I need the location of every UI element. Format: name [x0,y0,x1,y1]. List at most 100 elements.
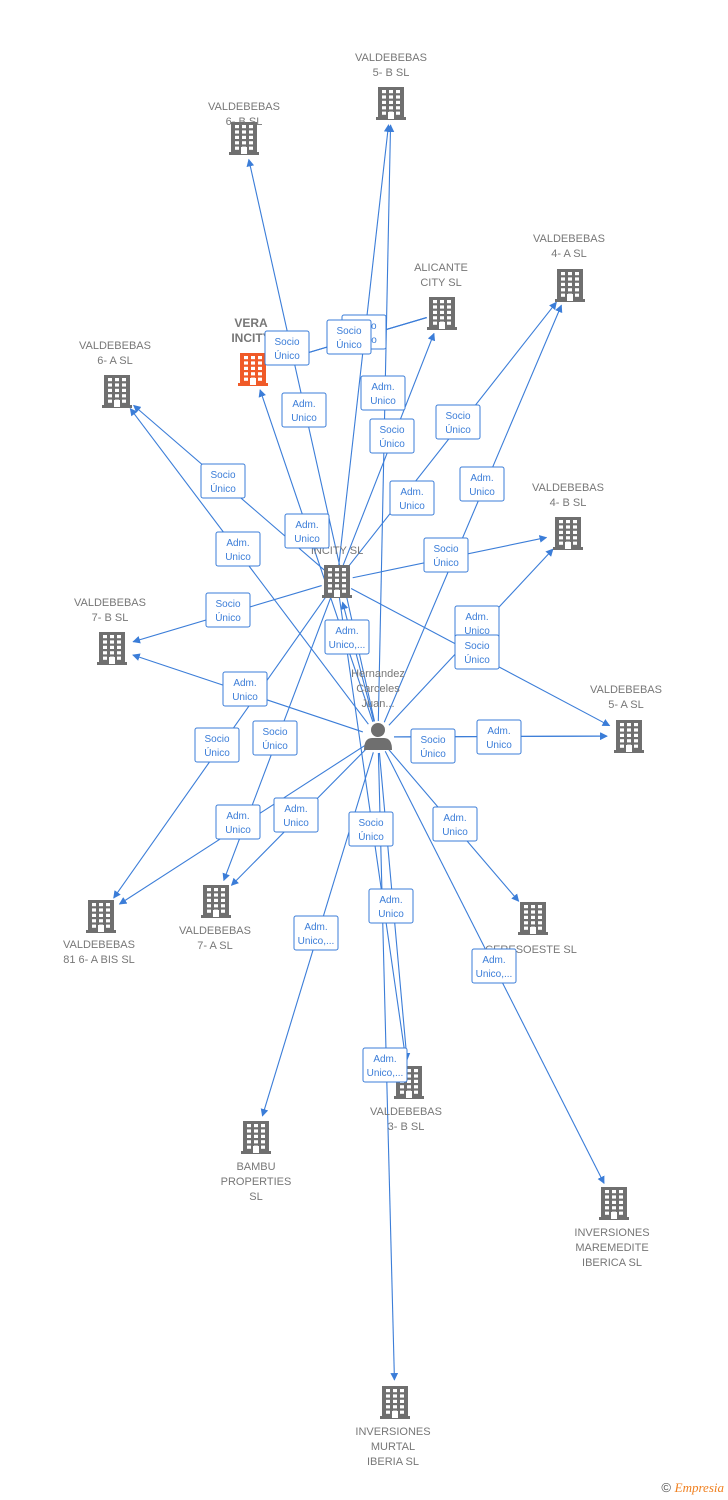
node-v7b[interactable]: VALDEBEBAS 7- B SL [74,597,146,665]
node-label: VERA [234,316,268,330]
edge-label-text: Unico [225,552,251,563]
edge-label-e19[interactable]: Adm. Unico [389,480,435,516]
edge-label-e23[interactable]: Adm.Unico [432,806,478,842]
node-label: IBERIA SL [367,1456,419,1468]
node-label: INCITY [231,331,270,345]
edge-label-text: Socio [433,544,458,555]
edge-label-e11[interactable]: Adm.Unico [284,513,330,549]
edge-label-text: Adm. [379,895,402,906]
edge-label-text: Adm. [487,726,510,737]
building-icon [376,87,406,120]
edge-label-text: Socio [358,818,383,829]
node-label: PROPERTIES [221,1176,292,1188]
edge-label-text: Único [210,482,236,495]
node-label: VALDEBEBAS [208,101,280,113]
edge-label-e10[interactable]: Adm. Unico [215,804,261,840]
edge-label-text: Socio [464,641,489,652]
edge-label-box [476,719,522,755]
edge-label-e26[interactable]: Adm.Unico [273,797,319,833]
edge-label-text: Unico [294,534,320,545]
edge-label-text: Adm. [400,487,423,498]
edge-label-text: Socio [274,337,299,348]
edge-label-box [273,797,319,833]
edge-label-e28[interactable]: Adm. Unico [368,888,414,924]
copyright-symbol: © [661,1480,672,1495]
edge-label-e04[interactable]: Adm.Unico [281,392,327,428]
edge-label-e16[interactable]: Adm.Unico,... [324,619,370,655]
edge-label-box [454,634,500,670]
edge-label-text: Unico [486,740,512,751]
building-icon [201,885,231,918]
edge-label-text: Unico,... [476,969,513,980]
node-label: BAMBU [236,1161,275,1173]
edge-label-text: Socio [215,599,240,610]
edge-label-text: Unico [399,501,425,512]
edge-label-e27[interactable]: Adm.Unico,... [293,915,339,951]
edge-label-text: Unico,... [298,936,335,947]
edge-labels-layer: SocioÚnicoSocioÚnicoSocioÚnicoAdm.UnicoS… [194,314,522,1083]
edge-label-text: Único [262,739,288,752]
edge-label-e13[interactable]: Adm.Unico [360,375,406,411]
edge-label-e22[interactable]: Adm. Unico [476,719,522,755]
node-label: VALDEBEBAS [179,925,251,937]
edge-label-box [348,811,394,847]
node-label: 7- B SL [92,612,129,624]
node-label: VALDEBEBAS [590,684,662,696]
edge-label-box [432,806,478,842]
edge-label-text: Unico [370,396,396,407]
building-icon [229,122,259,155]
edge-label-text: Socio [210,470,235,481]
edge-label-text: Adm. [226,811,249,822]
edge-label-text: Único [420,747,446,760]
edge-label-box [215,531,261,567]
edge-label-e15[interactable]: Adm.Unico [459,466,505,502]
edge-label-box [284,513,330,549]
edge-label-text: Adm. [226,538,249,549]
node-incity[interactable]: INCITY SL [311,545,363,598]
edge-label-text: Unico [378,909,404,920]
node-person[interactable]: HernandezCarcelesJuan... [351,668,405,750]
building-icon [614,720,644,753]
edge-label-e06[interactable]: Adm. Unico [215,531,261,567]
edge-label-e08[interactable]: Adm.Unico [222,671,268,707]
node-label: VALDEBEBAS [74,597,146,609]
edge-label-e29[interactable]: Adm.Unico,... [471,948,517,984]
edge-label-e30[interactable]: Adm.Unico,... [362,1047,408,1083]
node-label: Juan... [361,698,394,710]
node-cere[interactable]: CERESOESTE SL [485,902,577,956]
brand-logo[interactable]: Empresia [674,1480,724,1495]
edge-label-box [326,319,372,355]
edge-label-text: Único [445,423,471,436]
edge-label-box [215,804,261,840]
edge-label-text: Unico [225,825,251,836]
node-label: Carceles [356,683,400,695]
edge-label-box [459,466,505,502]
node-label: VALDEBEBAS [532,482,604,494]
edge-label-text: Único [433,556,459,569]
